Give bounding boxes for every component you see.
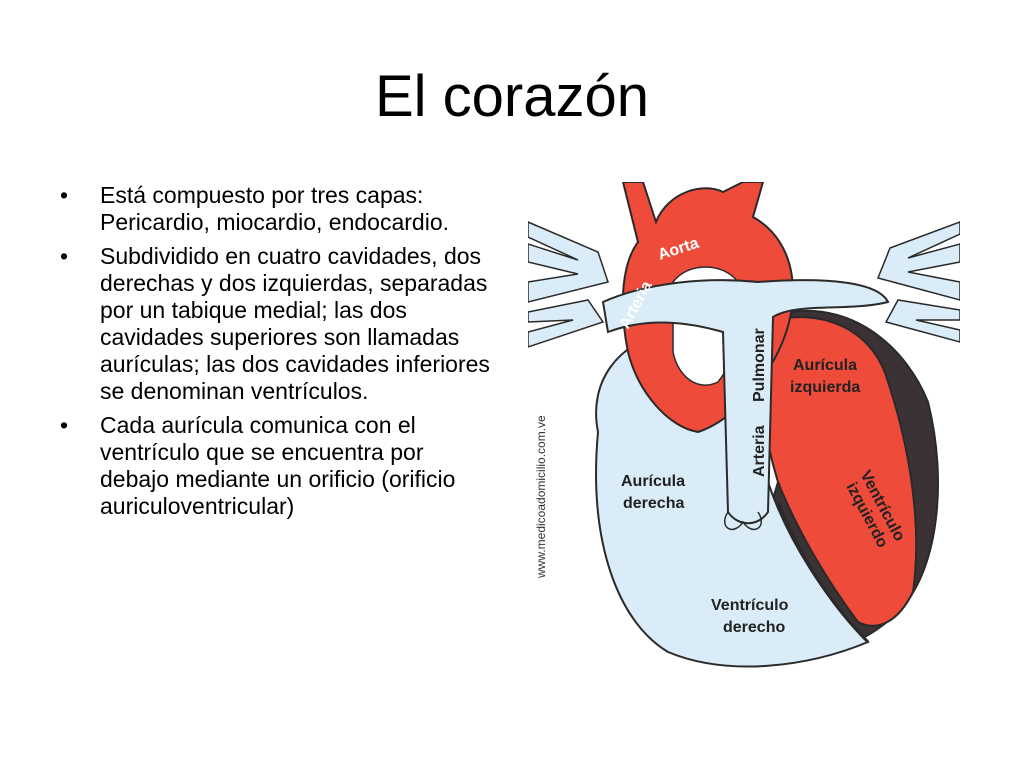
bullet-item: • Cada aurícula comunica con el ventrícu… — [58, 412, 498, 520]
label-ventriculo-derecho-2: derecho — [723, 619, 785, 636]
left-heart-body — [759, 316, 918, 627]
heart-diagram: Arteria Aorta Arteria Pulmonar Aurícula … — [528, 182, 960, 686]
label-arteria-pulmonar-2: Pulmonar — [751, 328, 768, 402]
bullet-text: Cada aurícula comunica con el ventrículo… — [100, 412, 456, 519]
bullet-list: • Está compuesto por tres capas: Pericar… — [58, 182, 498, 527]
slide-title: El corazón — [374, 64, 650, 129]
heart-illustration: Arteria Aorta Arteria Pulmonar Aurícula … — [528, 182, 960, 668]
label-auricula-derecha-2: derecha — [623, 495, 684, 512]
label-auricula-izquierda-1: Aurícula — [793, 357, 857, 374]
label-arteria-pulmonar-1: Arteria — [751, 425, 768, 477]
valve-curls — [723, 511, 763, 531]
bullet-marker: • — [60, 243, 69, 269]
septum — [776, 501, 870, 644]
bullet-text: Subdividido en cuatro cavidades, dos der… — [100, 243, 490, 404]
label-ventriculo-derecho-1: Ventrículo — [711, 597, 789, 614]
label-auricula-derecha-1: Aurícula — [621, 473, 685, 490]
bullet-item: • Está compuesto por tres capas: Pericar… — [58, 182, 498, 236]
bullet-marker: • — [60, 182, 69, 208]
bullet-text: Está compuesto por tres capas: Pericardi… — [100, 182, 450, 235]
bullet-marker: • — [60, 412, 69, 438]
right-vessel-branches — [876, 221, 960, 343]
bullet-item: • Subdividido en cuatro cavidades, dos d… — [58, 243, 498, 405]
left-vessel-branches — [528, 221, 609, 348]
pulmonary-artery — [601, 279, 890, 525]
source-url: www.medicoadomicilio.com.ve — [534, 415, 548, 579]
label-auricula-izquierda-2: izquierda — [790, 379, 860, 396]
